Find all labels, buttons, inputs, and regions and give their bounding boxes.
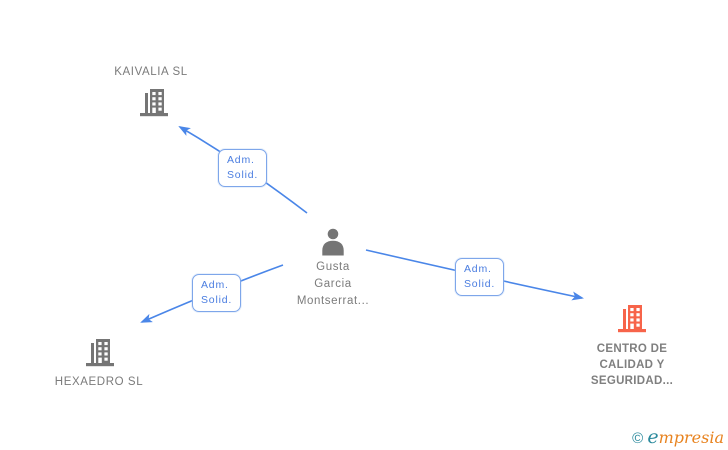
centro-label-line2: CALIDAD Y [599, 359, 665, 371]
empresia-logo-text: mpresia [658, 428, 724, 447]
building-icon [86, 339, 114, 367]
building-icon [140, 89, 168, 117]
node-hexaedro[interactable] [85, 337, 115, 367]
node-label-person[interactable]: Gusta Garcia Montserrat... [253, 259, 413, 310]
building-icon [618, 305, 646, 333]
edge-label-line2: Solid. [464, 278, 496, 290]
node-label-hexaedro[interactable]: HEXAEDRO SL [54, 376, 144, 388]
person-name-line1: Gusta [316, 261, 350, 273]
edge-label-centro[interactable]: Adm. Solid. [455, 258, 505, 296]
person-icon [322, 228, 344, 256]
node-centro[interactable] [617, 303, 647, 333]
empresia-logo[interactable]: © empresia [632, 426, 724, 448]
edge-label-line1: Adm. [201, 279, 229, 291]
edge-label-line2: Solid. [227, 169, 259, 181]
edge-label-hexaedro[interactable]: Adm. Solid. [192, 274, 242, 312]
person-name-line3: Montserrat... [296, 295, 370, 307]
edge-label-line1: Adm. [464, 263, 492, 275]
person-name-line2: Garcia [314, 278, 352, 290]
node-person[interactable] [318, 227, 348, 257]
centro-label-line3: SEGURIDAD... [590, 375, 674, 387]
centro-label-line1: CENTRO DE [596, 343, 668, 355]
node-label-kaivalia[interactable]: KAIVALIA SL [114, 66, 188, 78]
empresia-logo-e: e [647, 426, 659, 448]
edge-label-kaivalia[interactable]: Adm. Solid. [218, 149, 268, 187]
node-label-centro[interactable]: CENTRO DE CALIDAD Y SEGURIDAD... [552, 341, 712, 389]
edge-label-line1: Adm. [227, 154, 255, 166]
node-kaivalia[interactable] [139, 87, 169, 117]
edge-label-line2: Solid. [201, 294, 233, 306]
copyright-icon: © [632, 430, 644, 447]
